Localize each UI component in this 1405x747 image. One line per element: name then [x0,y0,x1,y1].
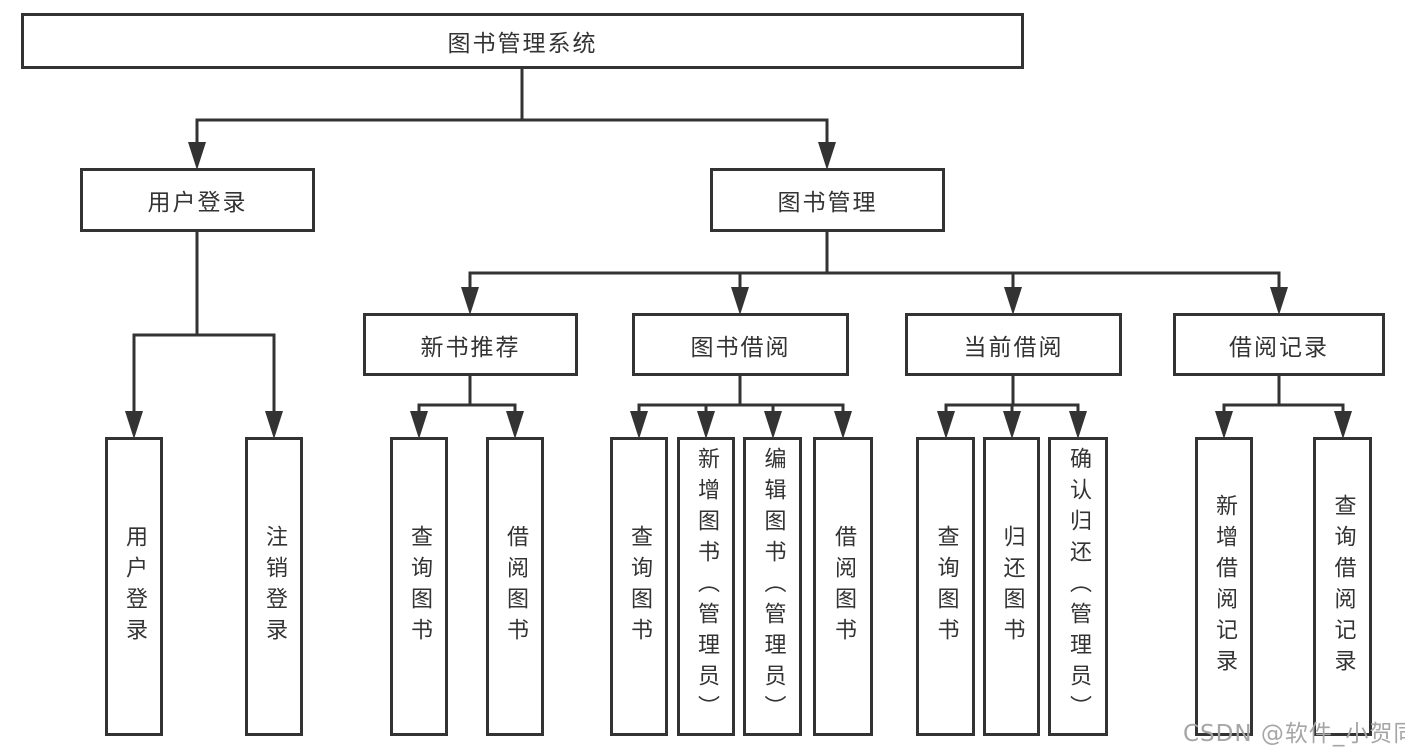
leaf-add-books-admin-label: 新增图书（管理员） [694,447,719,726]
node-user-login: 用户登录 [80,168,315,232]
leaf-query-books-1-label: 查询图书 [407,524,432,649]
leaf-edit-books-admin: 编辑图书（管理员） [743,437,802,736]
node-book-borrowing: 图书借阅 [632,313,849,376]
node-borrowing-records-label: 借阅记录 [1229,334,1329,361]
watermark: CSDN @软件_小贺同学 [1183,721,1405,747]
leaf-query-borrow-record-label: 查询借阅记录 [1330,493,1356,680]
node-book-management-label: 图书管理 [777,190,878,216]
node-borrowing-records: 借阅记录 [1173,313,1385,376]
leaf-query-books-2: 查询图书 [610,437,668,736]
leaf-confirm-return-admin: 确认归还（管理员） [1048,437,1108,736]
leaf-query-books-2-label: 查询图书 [627,524,652,649]
leaf-return-books: 归还图书 [983,437,1040,736]
leaf-query-books-1: 查询图书 [390,437,448,736]
leaf-confirm-return-admin-label: 确认归还（管理员） [1066,447,1091,726]
leaf-add-borrow-record: 新增借阅记录 [1195,437,1253,736]
node-new-book-recommend-label: 新书推荐 [420,334,521,361]
node-library-system-label: 图书管理系统 [447,31,598,57]
node-user-login-label: 用户登录 [147,190,248,216]
leaf-borrow-books-2-label: 借阅图书 [831,524,856,649]
leaf-logout: 注销登录 [245,437,303,736]
leaf-logout-label: 注销登录 [262,524,287,649]
node-current-borrowing: 当前借阅 [905,313,1122,376]
node-book-borrowing-label: 图书借阅 [690,334,791,361]
leaf-borrow-books-2: 借阅图书 [813,437,873,736]
leaf-add-borrow-record-label: 新增借阅记录 [1212,493,1237,680]
leaf-user-login-label: 用户登录 [122,524,147,649]
leaf-borrow-books-1-label: 借阅图书 [503,524,528,649]
leaf-borrow-books-1: 借阅图书 [486,437,544,736]
node-book-management: 图书管理 [710,168,945,232]
node-library-system: 图书管理系统 [21,13,1024,69]
leaf-return-books-label: 归还图书 [999,524,1025,649]
node-new-book-recommend: 新书推荐 [363,313,578,376]
node-current-borrowing-label: 当前借阅 [963,334,1064,361]
leaf-user-login: 用户登录 [105,437,163,736]
leaf-add-books-admin: 新增图书（管理员） [677,437,735,736]
leaf-query-books-3-label: 查询图书 [933,524,959,649]
leaf-query-books-3: 查询图书 [916,437,975,736]
leaf-query-borrow-record: 查询借阅记录 [1313,437,1372,736]
leaf-edit-books-admin-label: 编辑图书（管理员） [760,447,786,726]
